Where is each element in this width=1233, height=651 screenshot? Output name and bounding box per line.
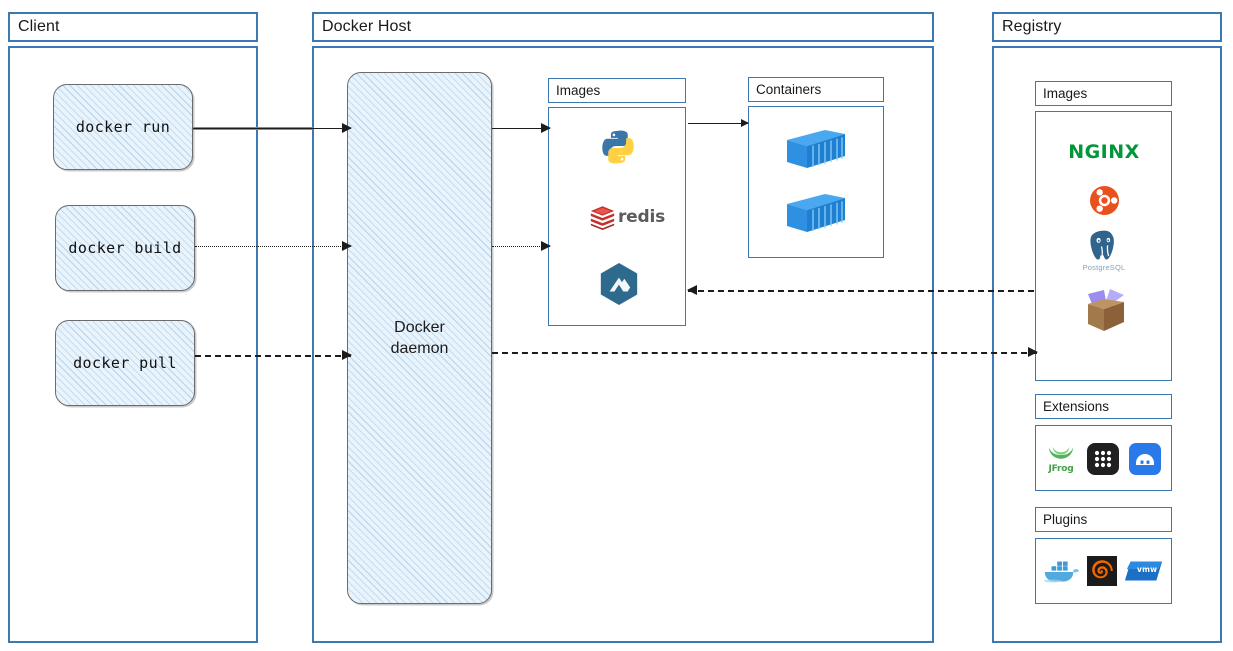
panel-title-client: Client [18,18,60,35]
docker-whale-icon[interactable] [1042,556,1080,586]
command-label-docker-run: docker run [75,118,171,136]
sub-header-host-images: Images [548,78,686,103]
container-icon-1 [785,126,847,172]
docker-daemon-box[interactable]: Docker daemon [347,72,492,604]
sub-title-host-images: Images [556,83,601,98]
vmware-icon[interactable]: vmw [1124,556,1164,586]
python-icon [598,127,638,167]
arrowhead-daemon-to-images-dotted [541,241,551,251]
extension-icon-row: JFrog [1044,440,1162,478]
container-icon-2 [785,190,847,236]
sub-header-registry-extensions: Extensions [1035,394,1172,419]
alpine-icon [598,262,640,306]
postgres-wordmark: PostgreSQL [1082,262,1126,272]
command-label-docker-pull: docker pull [73,354,177,372]
sub-body-host-containers [748,106,884,258]
arrowhead-pull-to-daemon [342,350,352,360]
grafana-icon[interactable] [1086,555,1118,587]
sub-header-registry-images: Images [1035,81,1172,106]
arrowhead-daemon-to-registry [1028,347,1038,357]
blue-tool-icon[interactable] [1128,442,1162,476]
postgres-icon [1086,228,1122,262]
panel-header-client: Client [8,12,258,42]
jfrog-icon[interactable]: JFrog [1044,441,1078,477]
panel-title-docker-host: Docker Host [322,18,412,35]
sub-header-host-containers: Containers [748,77,884,102]
sub-title-registry-extensions: Extensions [1043,399,1110,414]
vmware-wordmark: vmw [1137,565,1158,574]
arrowhead-images-to-containers [741,119,749,127]
redis-icon [588,204,616,230]
sub-title-registry-plugins: Plugins [1043,512,1088,527]
command-box-docker-pull[interactable]: docker pull [55,320,195,406]
plugin-icon-row: vmw [1042,552,1164,590]
arrowhead-run-to-daemon [342,123,352,133]
panel-header-registry: Registry [992,12,1222,42]
package-icon [1080,288,1130,334]
ubuntu-icon [1088,184,1120,216]
sub-title-host-containers: Containers [756,82,822,97]
panel-header-docker-host: Docker Host [312,12,934,42]
redis-wordmark: redis [618,206,666,227]
sub-title-registry-images: Images [1043,86,1088,101]
sub-header-registry-plugins: Plugins [1035,507,1172,532]
grid-icon[interactable] [1086,442,1120,476]
nginx-icon: NGINX [1068,141,1140,163]
panel-title-registry: Registry [1002,18,1062,35]
arrowhead-registry-to-images [687,285,697,295]
command-label-docker-build: docker build [68,239,182,257]
arrowhead-build-to-daemon [342,241,352,251]
docker-daemon-label: Docker daemon [390,318,449,357]
jfrog-wordmark: JFrog [1048,463,1074,474]
command-box-docker-build[interactable]: docker build [55,205,195,291]
arrowhead-daemon-to-images [541,123,551,133]
command-box-docker-run[interactable]: docker run [53,84,193,170]
